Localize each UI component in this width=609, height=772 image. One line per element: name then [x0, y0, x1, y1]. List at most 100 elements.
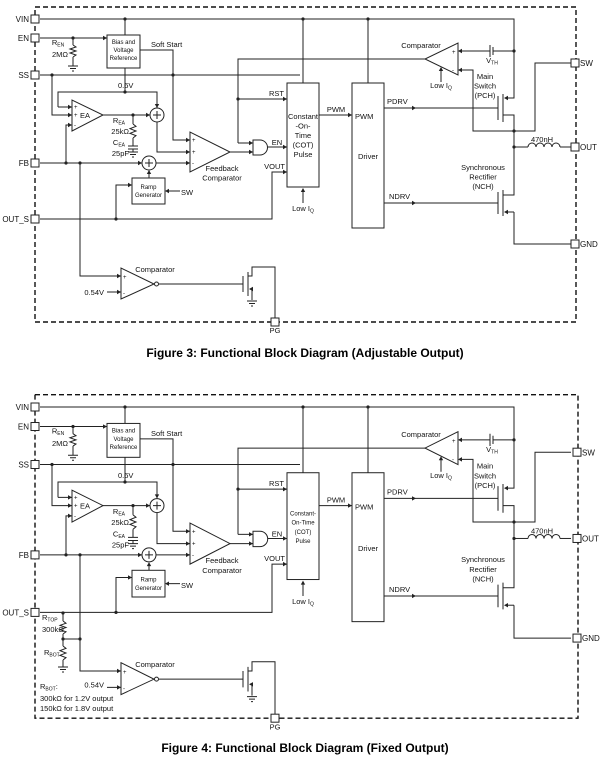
- feedback-comparator-label: Comparator: [202, 566, 242, 575]
- main-switch-label: (PCH): [475, 91, 496, 100]
- wire: [237, 447, 425, 535]
- low-iq-cot-label: Low IQ: [292, 597, 314, 608]
- sw-ramp-label: SW: [181, 581, 194, 590]
- feedback-comparator-label: Feedback: [206, 556, 239, 565]
- feedback-comparator: [189, 131, 232, 173]
- ground-icon: [58, 666, 68, 673]
- minus-sign: -: [123, 686, 125, 692]
- ramp-generator-label: Ramp: [140, 578, 157, 584]
- error-amplifier: [71, 489, 105, 523]
- arrow-icon: [300, 188, 306, 192]
- en-signal-label: EN: [272, 529, 282, 538]
- r-en-label: REN: [52, 38, 65, 49]
- arrow-icon: [138, 160, 142, 166]
- c-ea-label-subscript: EA: [118, 143, 125, 149]
- inductor-icon: [527, 533, 561, 539]
- figure-caption: Figure 4: Functional Block Diagram (Fixe…: [161, 741, 448, 755]
- arrow-icon: [458, 437, 462, 443]
- c-ea-label: CEA: [113, 138, 126, 149]
- arrow-icon: [117, 273, 121, 279]
- ground-icon: [128, 151, 138, 158]
- r-bot-label-subscript: BOT: [49, 653, 59, 659]
- pwm-signal-label: PWM: [327, 496, 345, 505]
- pin-label-out_s: OUT_S: [2, 608, 29, 617]
- pin-out: [570, 142, 580, 152]
- low-iq-comparator-label: Low IQ: [430, 81, 452, 92]
- arrow-icon: [154, 494, 160, 499]
- wire: [57, 481, 158, 499]
- arrow-icon: [249, 682, 253, 687]
- c-ea-label: CEA: [113, 529, 126, 540]
- plus-sign: +: [192, 542, 196, 548]
- plus-sign: +: [74, 105, 78, 111]
- wire: [459, 69, 514, 132]
- vout-label: VOUT: [264, 554, 285, 563]
- r-en-label-subscript: EN: [57, 431, 64, 437]
- arrow-icon: [68, 104, 72, 110]
- main-switch-label: Switch: [474, 471, 496, 480]
- minus-sign: -: [452, 457, 454, 463]
- r-ea-label: REA: [113, 507, 126, 518]
- ground-icon: [247, 696, 257, 703]
- feedback-comparator-label: Comparator: [202, 174, 242, 183]
- cot-pulse-label: (COT): [293, 141, 314, 150]
- capacitor-icon: [128, 536, 138, 542]
- plus-sign: +: [452, 439, 456, 445]
- bias-reference-label: Reference: [110, 445, 138, 451]
- cot-pulse-label: Constant-: [290, 511, 316, 517]
- plus-sign: +: [74, 113, 78, 119]
- overcurrent-comparator: [423, 430, 459, 466]
- junction-node: [61, 637, 65, 641]
- r-bot-label-main: R: [44, 648, 50, 657]
- v-th-label-main: V: [486, 56, 491, 65]
- inductor-label: 470nH: [531, 135, 553, 144]
- pin-pg: [270, 713, 280, 723]
- plus-icon: [145, 159, 153, 167]
- arrow-icon: [128, 575, 132, 580]
- ndrv-label: NDRV: [389, 192, 410, 201]
- low-iq-cot-label-subscript: Q: [310, 602, 314, 608]
- r-top-label: RTOP: [42, 613, 58, 624]
- r-bot-note-title: RBOT:: [40, 682, 58, 693]
- minus-sign: -: [452, 68, 454, 74]
- bias-reference-label: Voltage: [113, 48, 134, 54]
- cot-pulse-label: Pulse: [295, 539, 311, 545]
- wire: [79, 163, 121, 277]
- wire: [156, 122, 190, 153]
- arrow-icon: [300, 580, 306, 585]
- low-iq-cot-label-subscript: Q: [310, 209, 314, 215]
- pin-vin: [30, 14, 40, 24]
- driver-label: Driver: [358, 152, 379, 161]
- c-ea-value: 25pF: [112, 149, 130, 158]
- arrow-icon: [249, 286, 253, 292]
- pdrv-label: PDRV: [387, 97, 408, 106]
- pin-label-vin: VIN: [16, 15, 30, 24]
- resistor-r-top: [58, 620, 68, 635]
- arrow-icon: [283, 486, 287, 492]
- driver-label: Driver: [358, 544, 379, 553]
- sync-rectifier-label: Synchronous: [461, 163, 505, 172]
- feedback-comparator: [189, 522, 232, 565]
- arrow-icon: [348, 112, 352, 118]
- c-ea-value: 25pF: [112, 541, 130, 550]
- v-th-label: VTH: [486, 56, 498, 67]
- plus-icon: [153, 501, 161, 510]
- plus-sign: +: [192, 138, 196, 144]
- pin-sw: [570, 58, 580, 68]
- plus-sign: +: [74, 495, 78, 501]
- figure-caption: Figure 3: Functional Block Diagram (Adju…: [146, 346, 463, 360]
- arrow-icon: [186, 149, 190, 155]
- pin-out: [572, 533, 582, 543]
- plus-icon: [145, 550, 153, 559]
- minus-sign: -: [192, 161, 194, 167]
- pin-label-out_s: OUT_S: [2, 215, 29, 224]
- cot-pulse-block: [286, 82, 320, 188]
- wire: [79, 554, 121, 672]
- ramp-generator-block: [131, 569, 166, 598]
- vin-rail: [40, 18, 515, 99]
- soft-start-label: Soft Start: [151, 40, 183, 49]
- ref-06v-label: 0.6V: [118, 471, 133, 480]
- sync-rectifier-label: Rectifier: [469, 565, 497, 574]
- low-iq-cot-label: Low IQ: [292, 204, 314, 215]
- r-top-label-value: 300kΩ: [42, 625, 64, 634]
